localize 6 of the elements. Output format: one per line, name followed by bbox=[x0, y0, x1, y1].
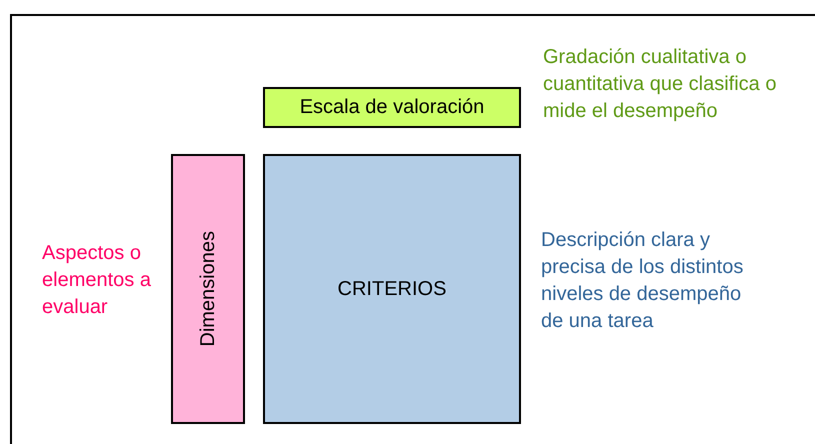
description-text: Descripción clara y precisa de los distintos niveles de desempeño de una tarea bbox=[541, 228, 744, 334]
dimension-box: Dimensiones bbox=[171, 154, 245, 424]
scale-box: Escala de valoración bbox=[263, 87, 521, 128]
description-text: Aspectos o elementos a evaluar bbox=[42, 241, 152, 320]
criteria-box: CRITERIOS bbox=[263, 154, 521, 424]
description-text: Gradación cualitativa o cuantitativa que clasifica o mide el desempeño bbox=[543, 45, 778, 124]
